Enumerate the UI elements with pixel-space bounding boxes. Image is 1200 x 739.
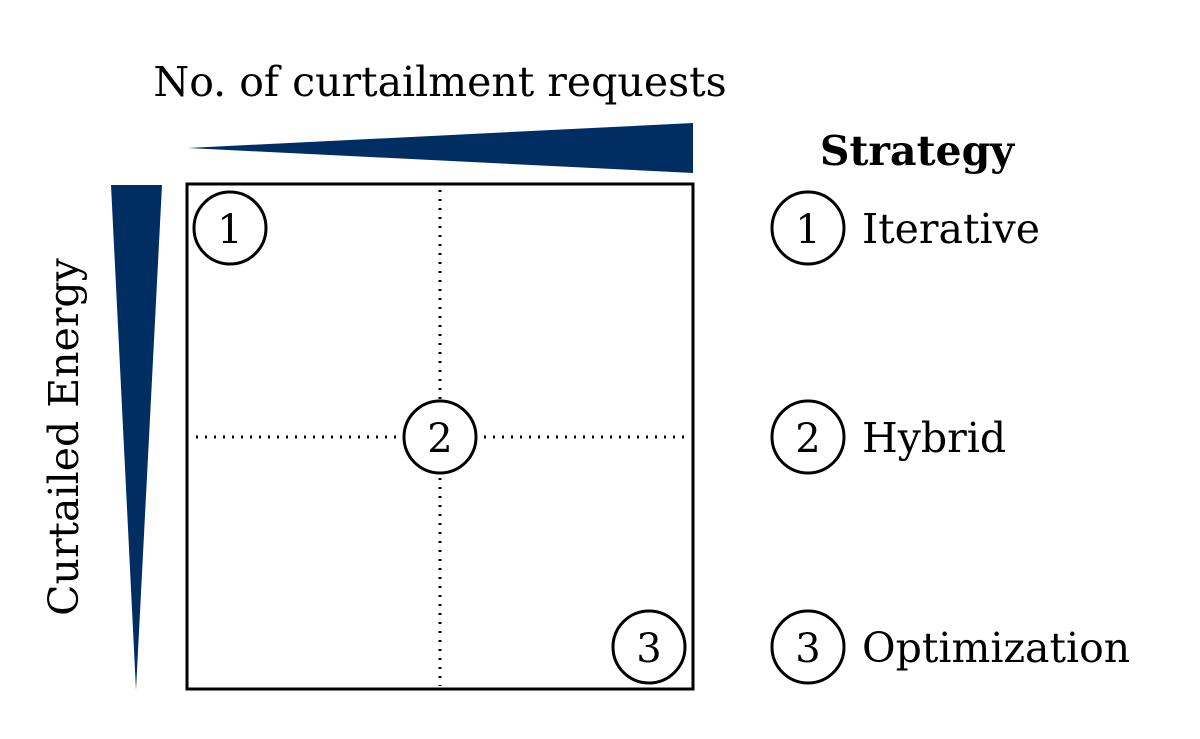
legend-item-optimization: 3 Optimization (770, 609, 1130, 685)
marker-3-number: 3 (636, 626, 661, 672)
y-axis-label: Curtailed Energy (40, 257, 88, 616)
marker-2: 2 (402, 399, 478, 475)
legend-item-iterative: 1 Iterative (770, 190, 1040, 266)
marker-1-number: 1 (217, 207, 242, 253)
legend-item-3-number: 3 (795, 626, 820, 672)
x-axis-wedge (188, 123, 693, 173)
legend-item-1-label: Iterative (862, 205, 1040, 253)
legend-item-1-number: 1 (795, 207, 820, 253)
legend-item-2-label: Hybrid (862, 414, 1006, 462)
x-axis-label: No. of curtailment requests (153, 58, 726, 106)
legend-item-2-number: 2 (795, 416, 820, 462)
quadrant-frame (185, 182, 695, 691)
y-axis-wedge (111, 185, 162, 690)
legend-title: Strategy (820, 127, 1015, 175)
marker-2-number: 2 (427, 416, 452, 462)
legend-item-hybrid: 2 Hybrid (770, 399, 1006, 475)
marker-1: 1 (192, 190, 268, 266)
marker-3: 3 (611, 609, 687, 685)
legend-item-3-label: Optimization (862, 624, 1130, 672)
